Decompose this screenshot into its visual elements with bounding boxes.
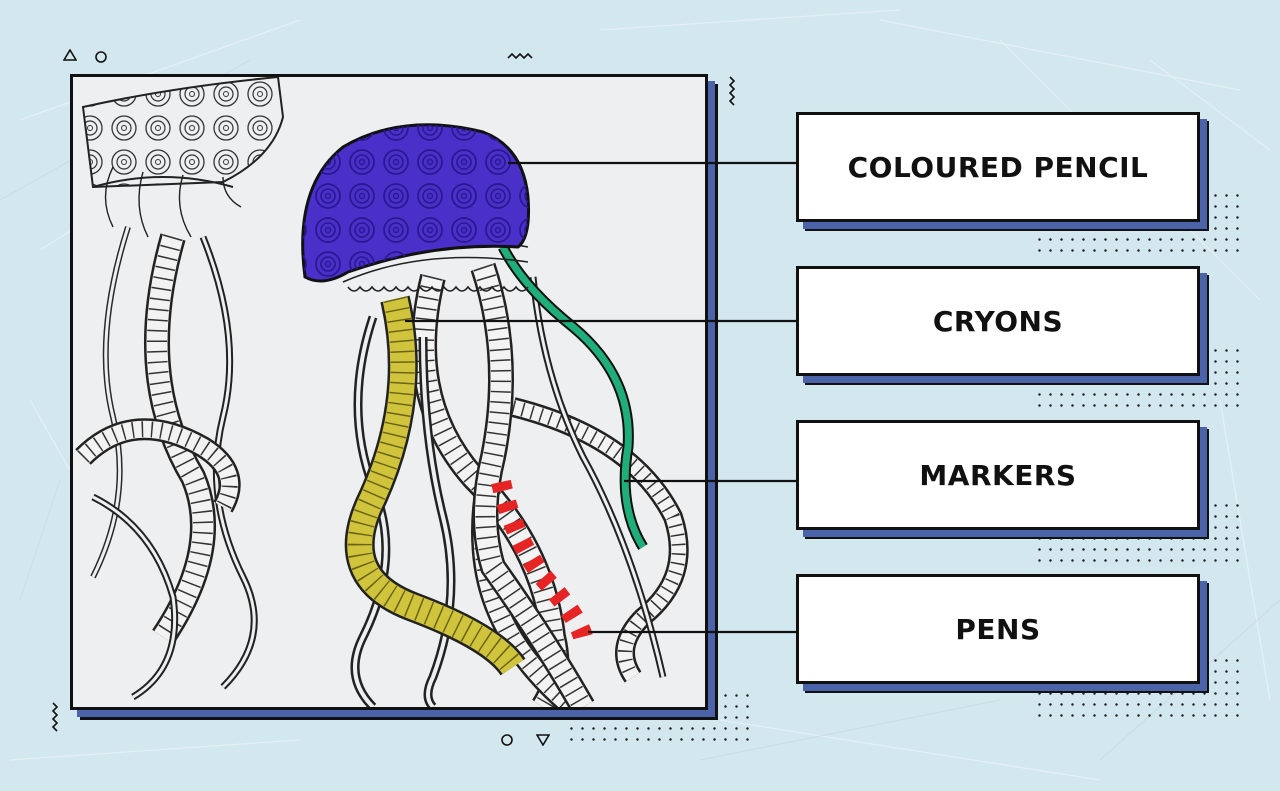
- label-coloured-pencil: COLOURED PENCIL: [847, 150, 1149, 184]
- zigzag-vertical-icon: [51, 702, 59, 732]
- triangle-icon: [63, 49, 77, 61]
- jellyfish-illustration: [75, 77, 689, 707]
- label-pens: PENS: [955, 612, 1041, 646]
- triangle-down-icon: [536, 734, 550, 746]
- illustration-frame: [70, 74, 708, 710]
- circle-icon: [95, 51, 107, 63]
- circle-icon: [501, 734, 513, 746]
- green-marker-tentacle: [498, 244, 648, 550]
- label-box-cryons: CRYONS: [796, 266, 1200, 376]
- label-markers: MARKERS: [919, 458, 1077, 492]
- label-box-coloured-pencil: COLOURED PENCIL: [796, 112, 1200, 222]
- label-cryons: CRYONS: [932, 304, 1064, 338]
- label-box-markers: MARKERS: [796, 420, 1200, 530]
- red-pen-tentacle: [470, 262, 595, 707]
- yellow-crayon-tentacle: [344, 295, 526, 677]
- label-box-pens: PENS: [796, 574, 1200, 684]
- background-jellyfish: [75, 77, 285, 701]
- zigzag-vertical-icon: [728, 76, 736, 106]
- zigzag-icon: [507, 52, 533, 60]
- purple-bell: [301, 123, 530, 283]
